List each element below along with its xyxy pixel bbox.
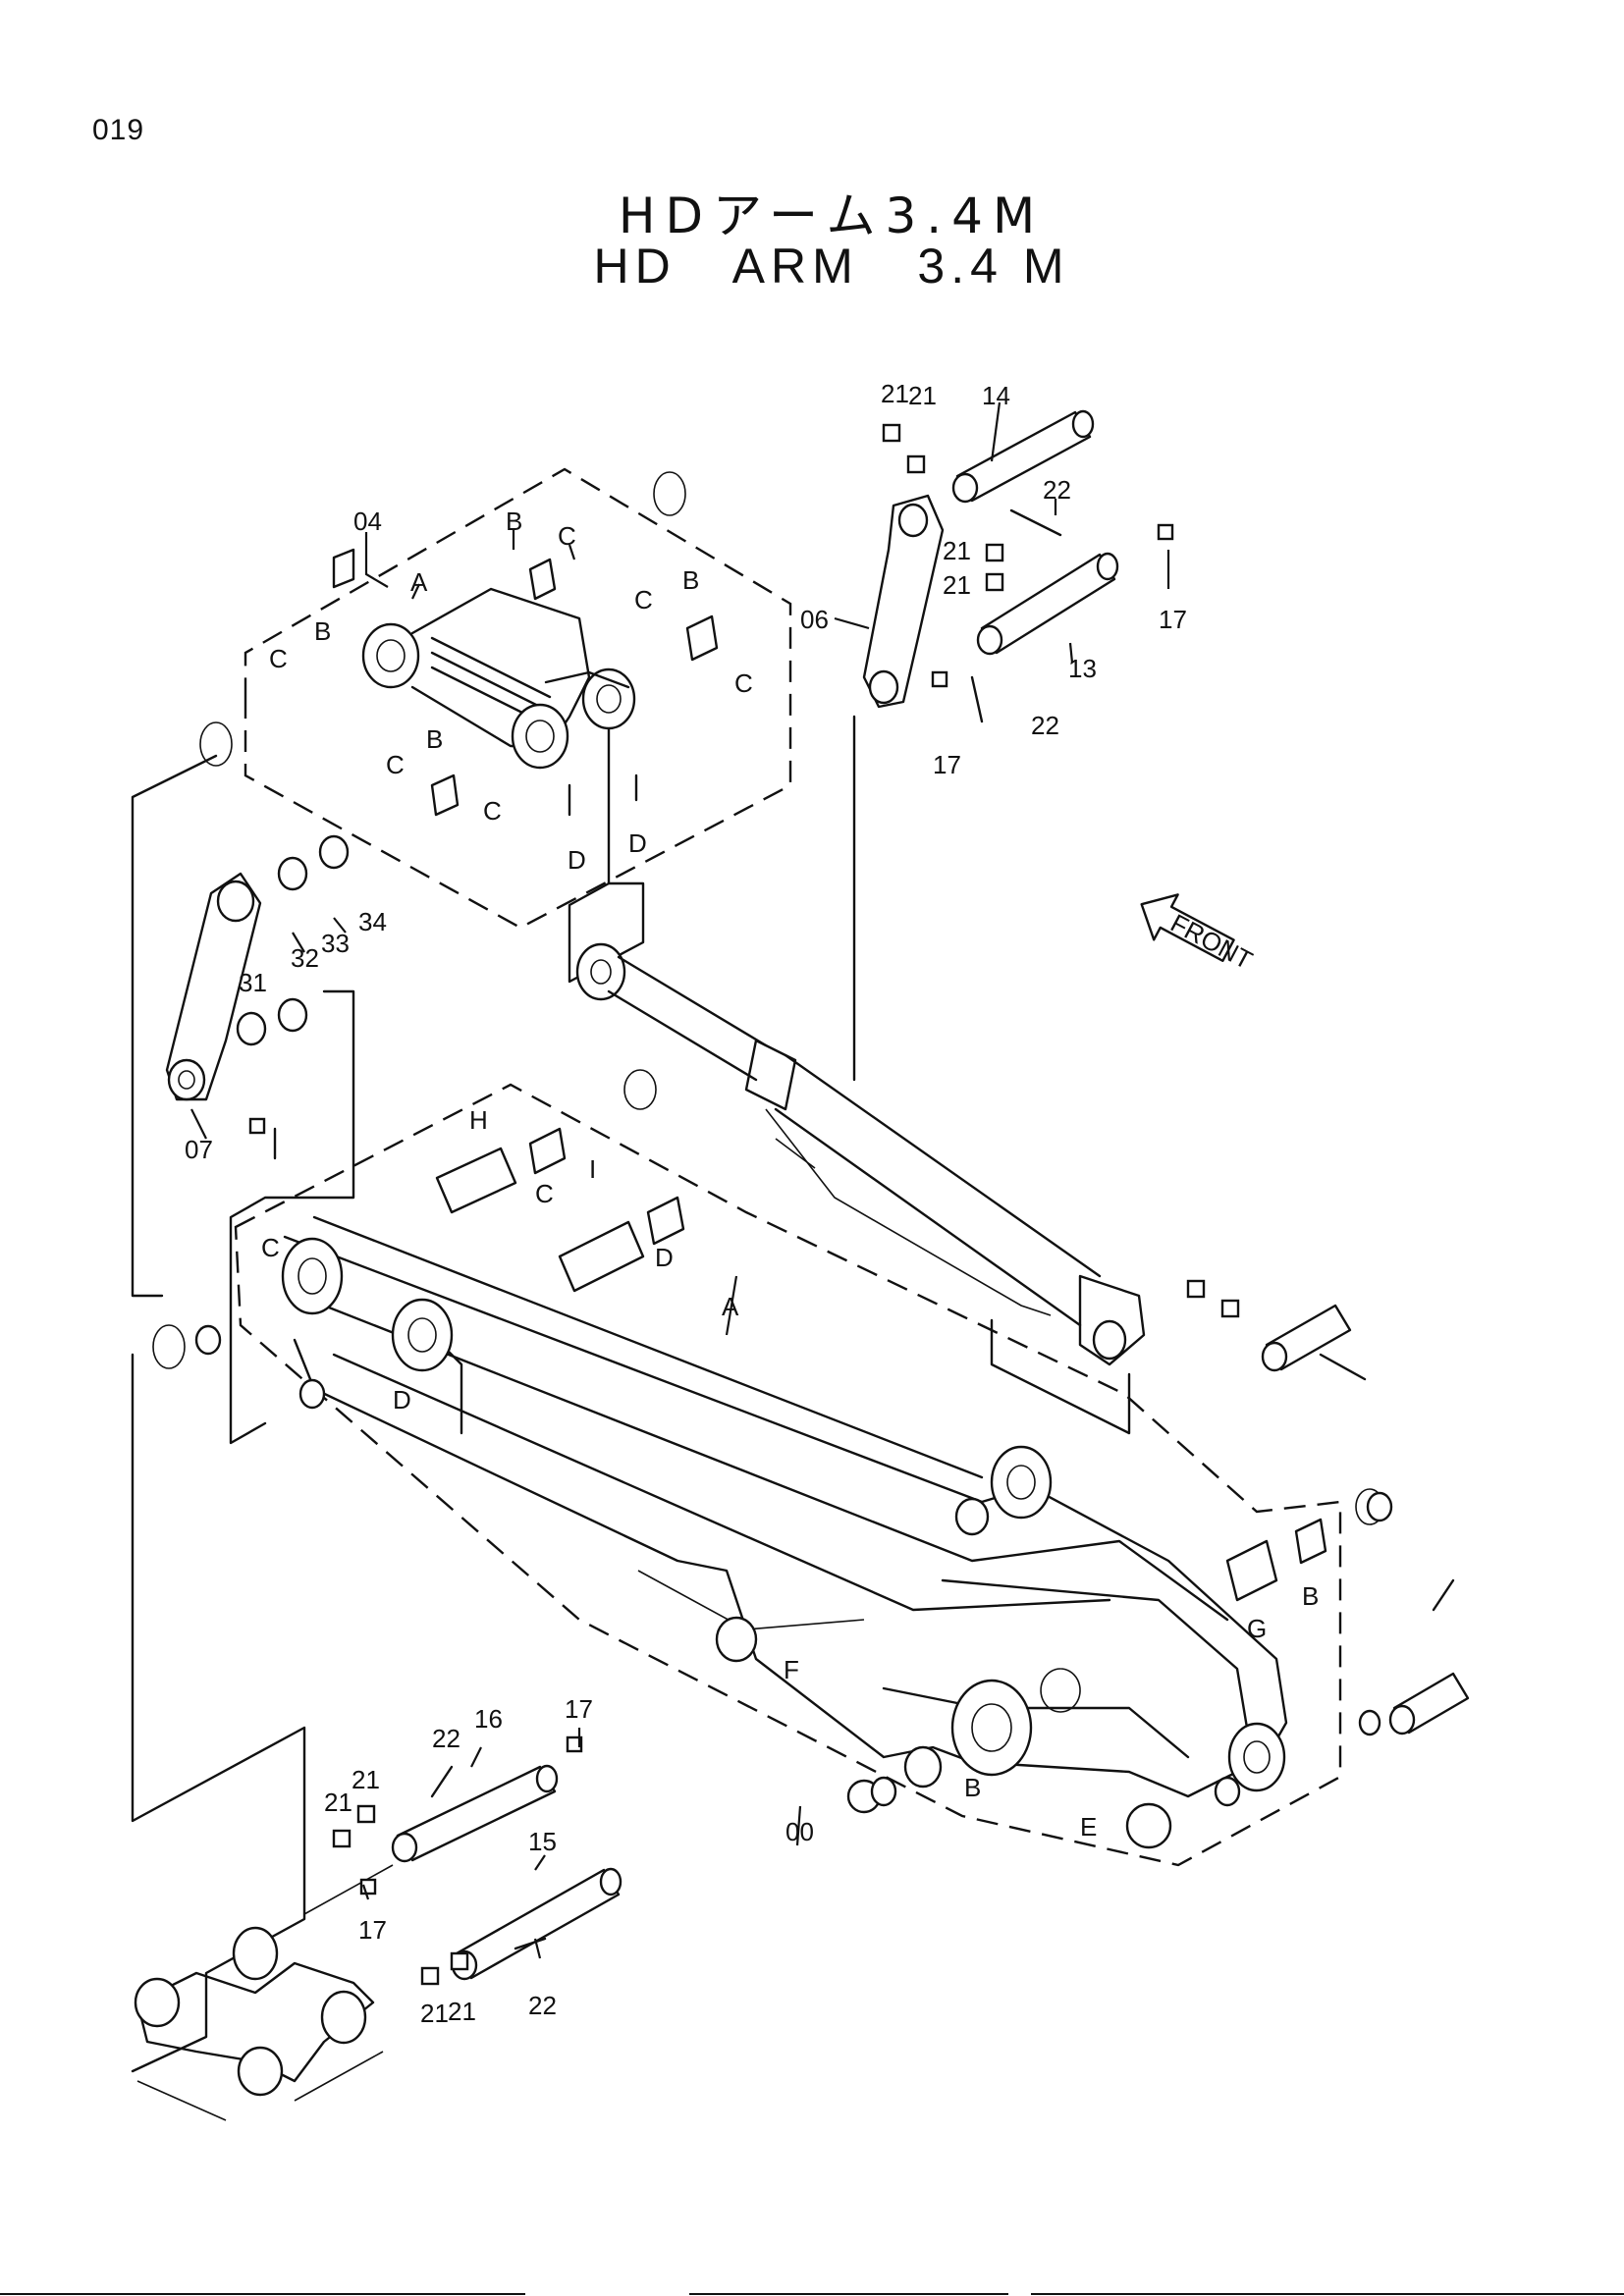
pin-14 (951, 409, 1095, 504)
page-number: 019 (92, 114, 145, 146)
callout-letter-e: E (1080, 1812, 1097, 1842)
callout-letter-b: B (1302, 1581, 1319, 1611)
callout-number-15: 15 (528, 1827, 557, 1856)
front-direction-arrow: FRONT (1140, 893, 1258, 976)
bushings (332, 548, 1327, 1849)
callout-letter-i: I (589, 1154, 596, 1184)
pin-15 (451, 1867, 623, 1981)
seal-rings (152, 471, 1393, 1807)
callout-number-17: 17 (1159, 605, 1187, 634)
callout-number-22: 22 (528, 1991, 557, 2020)
routing-line-link-07 (229, 989, 355, 1445)
callout-letter-b: B (426, 724, 443, 754)
footer-rule-mid (689, 2293, 1008, 2295)
callout-number-33: 33 (321, 929, 350, 958)
title-english: HD ARM 3.4 M (593, 239, 1070, 294)
callout-letter-b: B (314, 616, 331, 646)
callout-number-17: 17 (565, 1694, 593, 1724)
callout-letter-h: H (469, 1105, 488, 1135)
callout-letter-c: C (386, 750, 405, 779)
title-japanese: HDアーム3.4M (618, 187, 1046, 244)
callout-number-21: 21 (420, 1999, 449, 2028)
callout-letter-d: D (655, 1243, 674, 1272)
callout-letter-d: D (628, 828, 647, 858)
link-04 (361, 587, 636, 770)
footer-rule-left (0, 2293, 525, 2295)
callout-number-06: 06 (800, 605, 829, 634)
callout-number-21: 21 (324, 1788, 352, 1817)
callout-letter-c: C (269, 644, 288, 673)
callout-letter-b: B (682, 565, 699, 595)
callout-letter-c: C (558, 521, 576, 551)
routing-line-left (131, 754, 218, 1298)
leader-lines (190, 401, 1170, 1959)
front-label: FRONT (1165, 908, 1257, 976)
callout-number-32: 32 (291, 943, 319, 973)
callout-number-00: 00 (785, 1817, 814, 1846)
callout-number-16: 16 (474, 1704, 503, 1734)
callout-number-22: 22 (1043, 475, 1071, 505)
callout-letter-f: F (784, 1655, 799, 1684)
callout-letter-c: C (483, 796, 502, 826)
callout-number-17: 17 (358, 1915, 387, 1945)
callout-letter-d: D (393, 1385, 411, 1415)
callout-number-31: 31 (239, 968, 267, 997)
callout-number-22: 22 (432, 1724, 460, 1753)
callout-letter-a: A (410, 567, 428, 597)
assembly-boundary-arm (234, 1083, 1342, 1867)
pin-13 (976, 552, 1119, 656)
callout-letter-c: C (734, 668, 753, 698)
callout-number-21: 21 (352, 1765, 380, 1794)
callout-number-21: 21 (448, 1997, 476, 2026)
callout-letter-a: A (722, 1292, 739, 1321)
bucket-cylinder (575, 942, 1146, 1366)
callout-letter-b: B (964, 1773, 981, 1802)
pin-right-upper (1261, 1304, 1352, 1372)
callout-number-21: 21 (943, 536, 971, 565)
callout-letter-c: C (634, 585, 653, 614)
assembly-boundary-04 (244, 467, 792, 930)
callout-number-17: 17 (933, 750, 961, 779)
callout-number-21: 21 (943, 570, 971, 600)
callout-number-07: 07 (185, 1135, 213, 1164)
link-07 (165, 872, 262, 1101)
callout-letter-c: C (535, 1179, 554, 1208)
pin-right-lower (1388, 1672, 1470, 1735)
footer-rule-right (1031, 2293, 1624, 2295)
callout-number-21: 21 (881, 379, 909, 408)
pin-16 (391, 1764, 559, 1863)
routing-line-cylinder-right (990, 1318, 1131, 1435)
arm-body-00 (281, 1215, 1288, 1807)
callout-letter-g: G (1247, 1614, 1267, 1643)
callout-number-22: 22 (1031, 711, 1059, 740)
bucket-linkage-bottom (134, 1864, 394, 2121)
routing-line-cylinder (568, 685, 645, 984)
callout-number-13: 13 (1068, 654, 1097, 683)
callout-number-21: 21 (908, 381, 937, 410)
link-06 (862, 494, 945, 709)
routing-line-bottom-left (131, 1353, 306, 2073)
diagram-artwork (131, 401, 1470, 2121)
callout-number-14: 14 (982, 381, 1010, 410)
callout-number-04: 04 (353, 507, 382, 536)
callout-letter-c: C (261, 1233, 280, 1262)
callout-letter-b: B (506, 507, 522, 536)
callout-letter-d: D (568, 845, 586, 875)
callout-number-34: 34 (358, 907, 387, 936)
